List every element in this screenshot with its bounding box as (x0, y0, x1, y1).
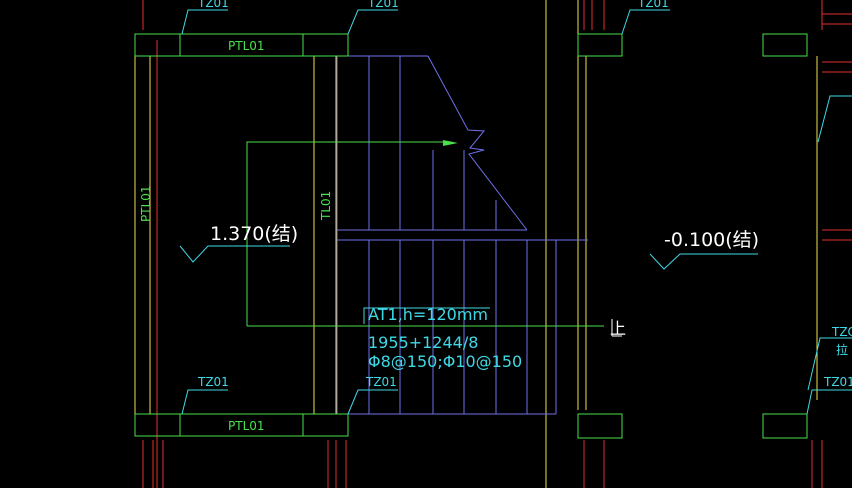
tz-top-left-label: TZ01 (197, 0, 229, 10)
ptl-top-label: PTL01 (228, 39, 265, 53)
leader-lines (179, 9, 852, 415)
up-marker-lines (611, 319, 622, 337)
stair-spec-name: AT1,h=120mm (368, 305, 488, 324)
stair-spec-reinforcement: Φ8@150;Φ10@150 (368, 352, 522, 371)
tz-bottom-mid-label: TZ01 (365, 375, 397, 389)
tz-right-cut-label: 拉 (836, 342, 848, 357)
beam-outlines (134, 33, 808, 439)
stair-treads (336, 55, 588, 415)
tz-top-right-label: TZ01 (637, 0, 669, 10)
ptl-bottom-label: PTL01 (228, 419, 265, 433)
ptl-left-vertical-label: PTL01 (139, 185, 153, 222)
walkline-arrow-icon (443, 140, 458, 146)
up-marker-label: 上 (610, 319, 626, 338)
tz-top-mid-label: TZ01 (367, 0, 399, 10)
elevation-right-label: -0.100(结) (664, 229, 759, 251)
stair-spec-steps: 1955+1244/8 (368, 333, 478, 352)
elevation-left-label: 1.370(结) (210, 223, 298, 245)
tl-vertical-label: TL01 (319, 191, 333, 221)
tz-right-mid-label: TZO (831, 325, 852, 339)
axis-lines (142, 0, 852, 488)
tz-right-bottom-label: TZ01 (823, 375, 852, 389)
tz-bottom-left-label: TZ01 (197, 375, 229, 389)
